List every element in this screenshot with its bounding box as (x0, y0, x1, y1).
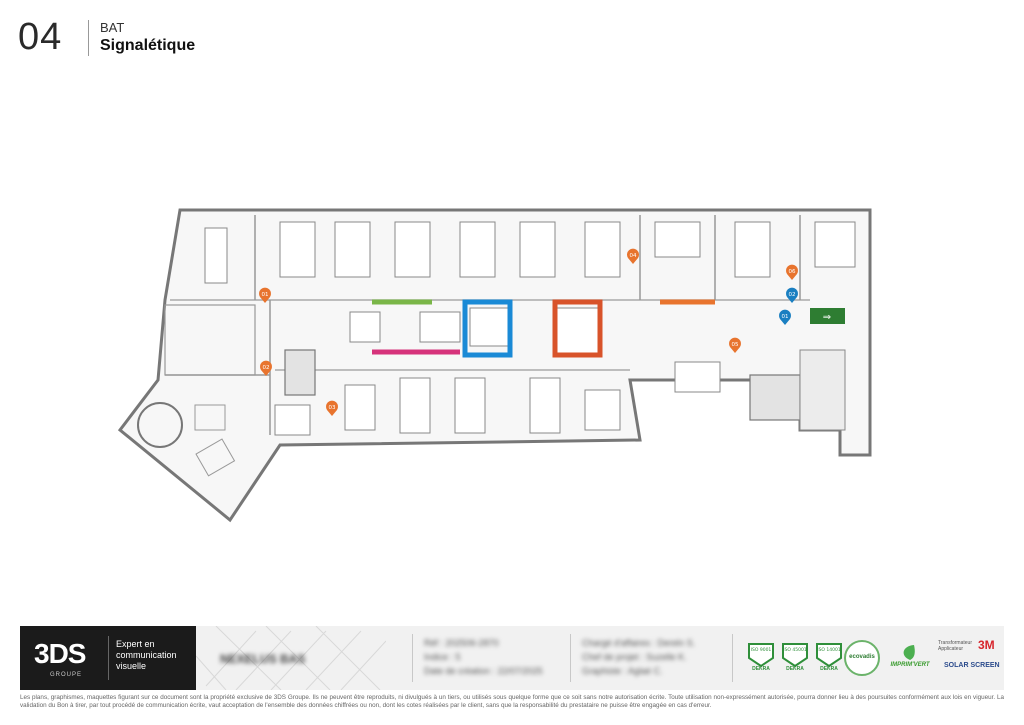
imprim-vert-logo: IMPRIM'VERT (882, 644, 938, 676)
company-tagline: Expert en communication visuelle (116, 639, 177, 671)
page-number: 04 (18, 16, 63, 58)
ecovadis-badge: ecovadis (844, 640, 880, 676)
location-marker-02: 02 (786, 287, 798, 303)
legal-notice: Les plans, graphismes, maquettes figuran… (20, 694, 1004, 709)
location-marker-04: 04 (627, 248, 639, 264)
location-marker-02: 02 (260, 360, 272, 376)
date-row: Date de création : 22/07/2025 (424, 666, 543, 676)
ref-row: Réf : 202506-2870 (424, 638, 499, 648)
location-marker-01: 01 (259, 287, 271, 303)
footer-bar: 3DS GROUPE Expert en communication visue… (20, 626, 1004, 690)
emergency-exit-icon: ⇒ (810, 308, 845, 324)
svg-text:03: 03 (329, 405, 336, 411)
location-markers: 01 02 03 04 05 06 01 02 (259, 248, 798, 416)
index-row: Indice : 5 (424, 652, 461, 662)
svg-text:⇒: ⇒ (823, 312, 831, 323)
charge-row: Chargé d'affaires : Dereln S. (582, 638, 696, 648)
footer-divider-3 (732, 634, 733, 682)
svg-text:01: 01 (782, 314, 789, 320)
cert-badge-iso45001: ISO 45001 DEKRA (780, 642, 810, 674)
leaf-icon (903, 645, 915, 660)
location-marker-03: 03 (326, 400, 338, 416)
svg-text:02: 02 (789, 292, 796, 298)
brand-block: 3DS GROUPE Expert en communication visue… (20, 626, 196, 690)
decorative-pattern (196, 626, 386, 690)
page-title: Signalétique (100, 37, 196, 54)
svg-text:ISO 9001: ISO 9001 (751, 647, 772, 653)
chef-row: Chef de projet : Suzelle K. (582, 652, 687, 662)
logo-subtitle: GROUPE (50, 672, 83, 678)
svg-text:06: 06 (789, 269, 796, 275)
graph-row: Graphiste : Aglaé C. (582, 666, 663, 676)
floor-plan: ⇒ 01 02 03 04 05 06 01 02 (117, 208, 872, 523)
svg-text:01: 01 (262, 292, 269, 298)
location-marker-06: 06 (786, 264, 798, 280)
svg-text:ISO 45001: ISO 45001 (783, 647, 807, 653)
client-name: NEXELUS BAS (220, 652, 306, 666)
solar-screen-logo: SOLAR SCREEN (944, 662, 1000, 669)
page-subtitle: BAT (100, 20, 125, 35)
desk-clusters (204, 221, 856, 436)
header-divider (88, 20, 89, 56)
transformateur-label: Transformateur Applicateur (938, 640, 972, 652)
company-logo: 3DS (34, 638, 86, 669)
brand-3m-logo: 3M (978, 638, 995, 652)
footer-divider-2 (570, 634, 571, 682)
cert-badge-iso9001: ISO 9001 DEKRA (746, 642, 776, 674)
highlight-red (552, 299, 603, 358)
cert-badge-iso14001: ISO 14001 DEKRA (814, 642, 844, 674)
svg-text:04: 04 (630, 253, 637, 259)
location-marker-01: 01 (779, 309, 791, 325)
svg-text:ISO 14001: ISO 14001 (817, 647, 841, 653)
brand-divider (108, 636, 109, 680)
location-marker-05: 05 (729, 337, 741, 353)
svg-text:02: 02 (263, 365, 270, 371)
svg-text:05: 05 (732, 342, 739, 348)
highlight-blue (462, 299, 513, 358)
footer-divider-1 (412, 634, 413, 682)
building-outline (117, 208, 872, 523)
